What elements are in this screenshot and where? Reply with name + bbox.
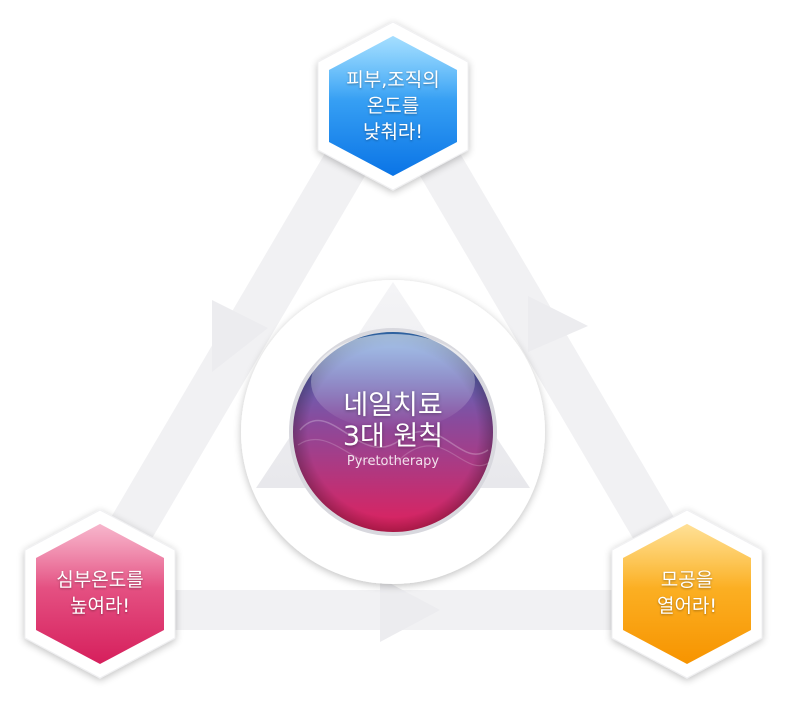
arrow-left-icon (212, 300, 268, 372)
center-badge (289, 328, 497, 536)
node-top (317, 21, 469, 191)
node-bottom-left (24, 509, 176, 679)
node-bottom-right (611, 509, 763, 679)
arrow-bottom-icon (380, 578, 440, 642)
arrow-right-icon (528, 296, 588, 352)
track-right (382, 82, 713, 613)
connector-tracks (72, 82, 713, 642)
